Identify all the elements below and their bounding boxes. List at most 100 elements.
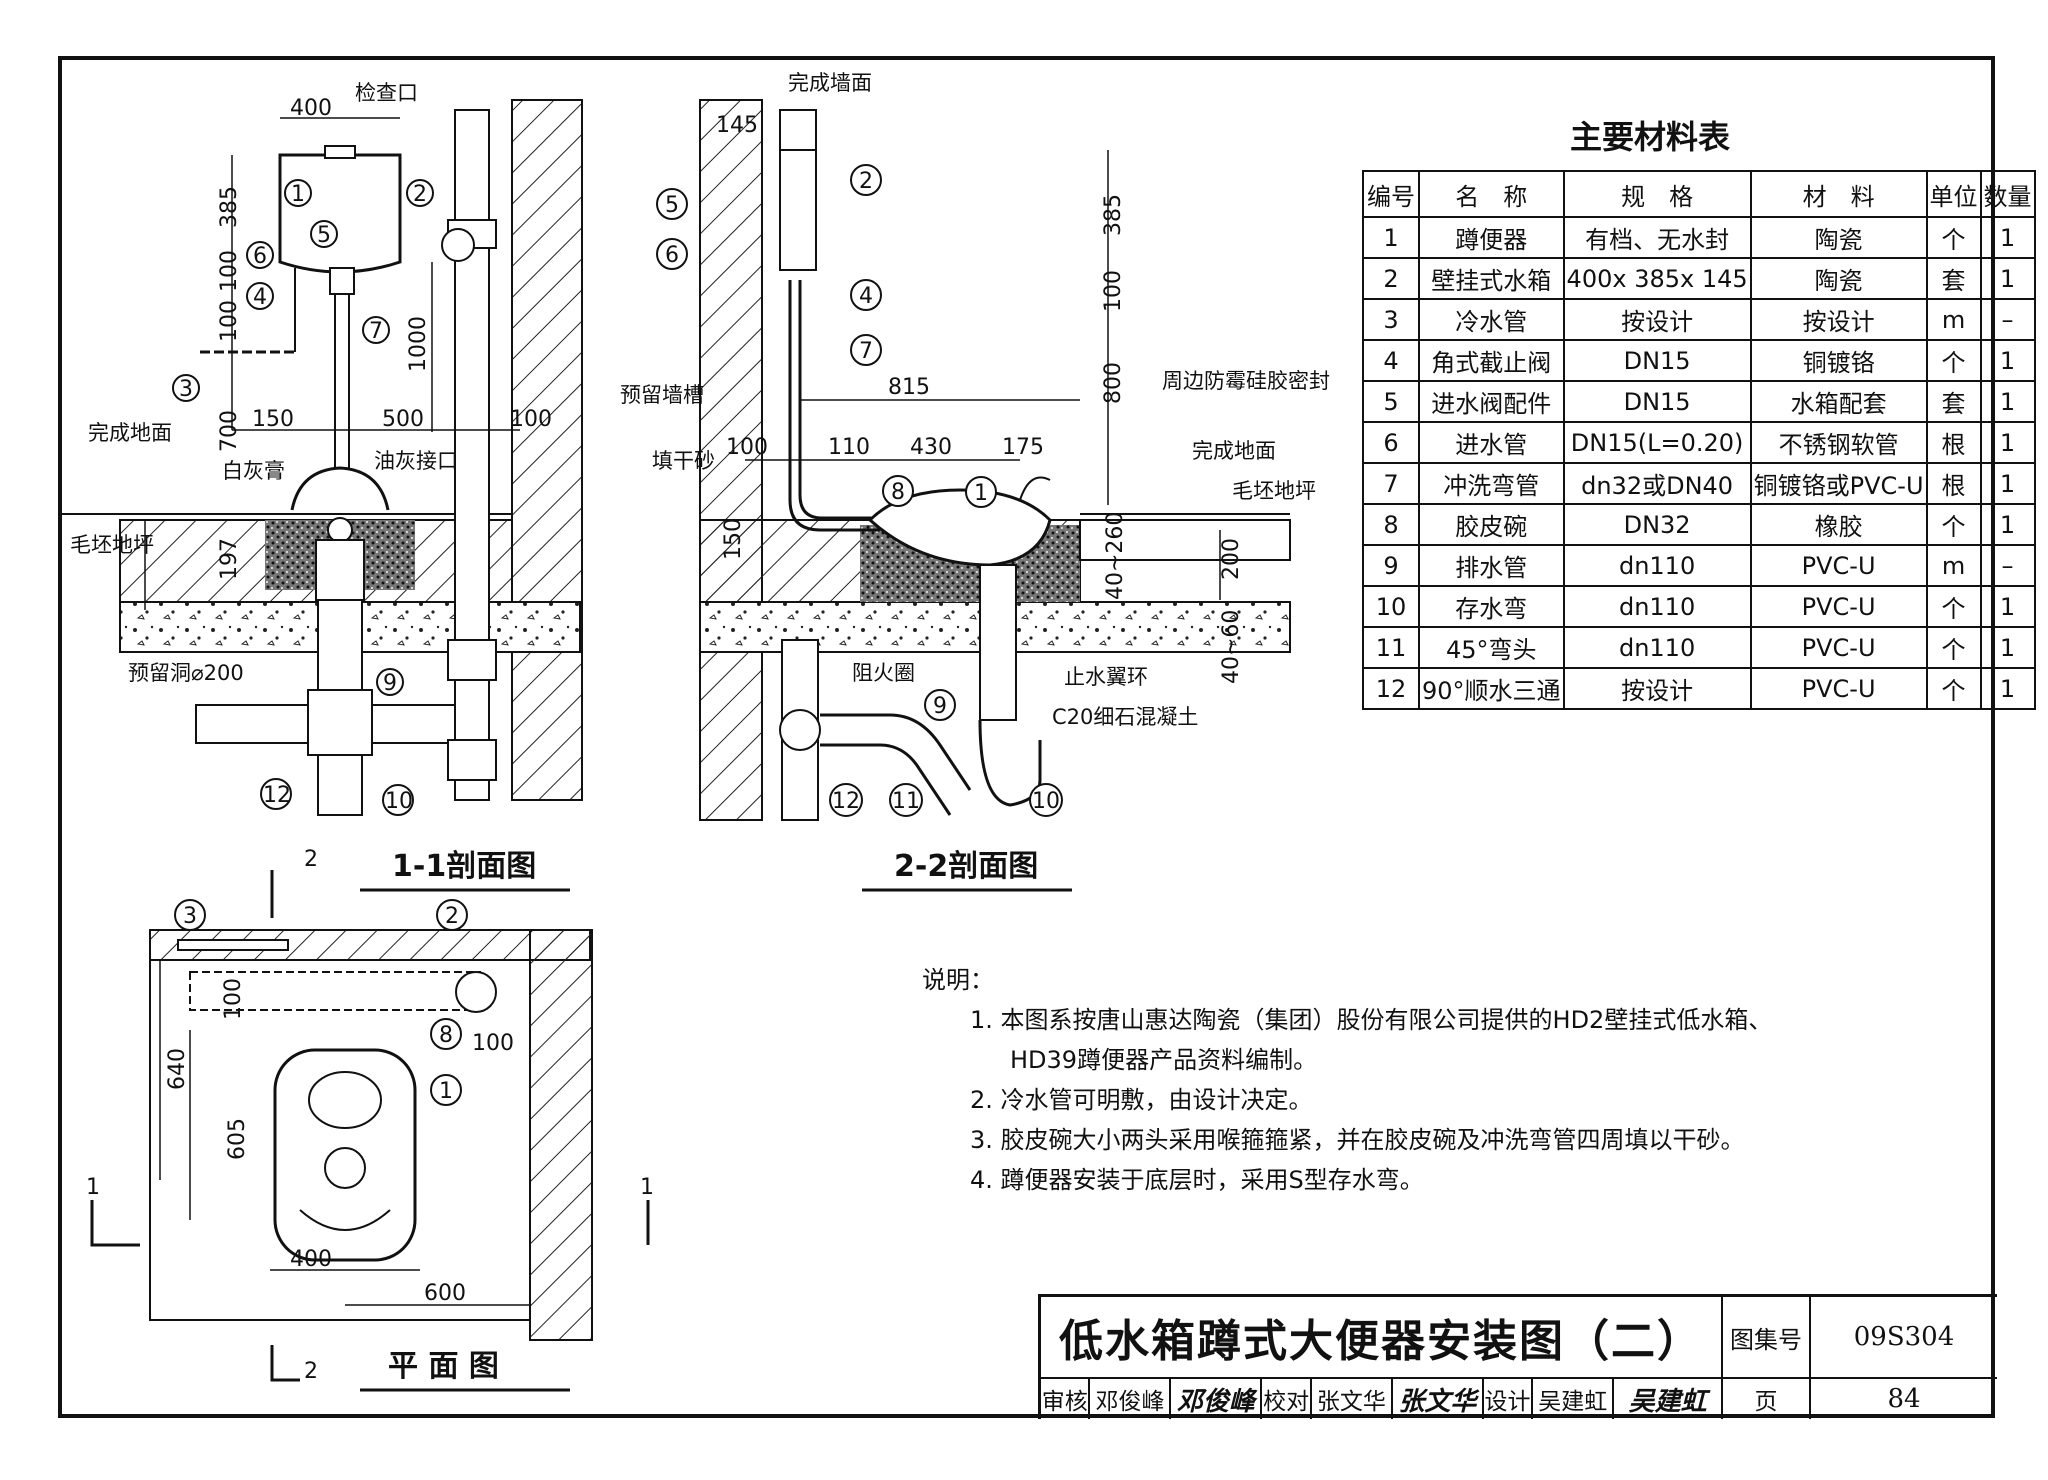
designer-name: 吴建虹 xyxy=(1533,1379,1615,1419)
materials-cell: 10 xyxy=(1362,585,1420,628)
materials-cell: 按设计 xyxy=(1562,298,1752,341)
materials-cell: DN32 xyxy=(1562,503,1752,546)
materials-cell: 排水管 xyxy=(1418,544,1565,587)
marker: 1 xyxy=(974,481,988,506)
dim: 145 xyxy=(716,113,758,138)
dim: 100 xyxy=(1101,270,1126,312)
materials-cell: 根 xyxy=(1925,462,1982,505)
marker: 3 xyxy=(179,377,193,402)
materials-cell: 胶皮碗 xyxy=(1418,503,1565,546)
materials-cell: 个 xyxy=(1925,216,1982,259)
label-concrete: C20细石混凝土 xyxy=(1052,705,1198,729)
materials-cell: 个 xyxy=(1925,339,1982,382)
materials-header-row: 编号 名 称 规 格 材 料 单位 数量 xyxy=(1362,170,2036,218)
marker: 12 xyxy=(263,783,291,808)
section-1-1-markers: 1 2 3 4 5 6 7 9 10 12 xyxy=(172,179,434,816)
label-inspection: 检查口 xyxy=(355,81,418,105)
reviewer-name: 邓俊峰 xyxy=(1090,1379,1172,1419)
marker: 12 xyxy=(832,789,860,814)
marker: 3 xyxy=(183,904,197,929)
materials-title: 主要材料表 xyxy=(1570,118,1731,156)
materials-cell: 1 xyxy=(1979,216,2036,259)
dim: 40~60 xyxy=(1219,610,1244,684)
marker: 10 xyxy=(1032,789,1060,814)
materials-cell: 3 xyxy=(1362,298,1420,341)
checker-signature: 张文华 xyxy=(1393,1379,1484,1419)
materials-cell: 1 xyxy=(1979,339,2036,382)
review-label: 审核 xyxy=(1041,1379,1091,1419)
materials-cell: 铜镀铬 xyxy=(1749,339,1928,382)
marker: 4 xyxy=(859,284,873,309)
materials-cell: 1 xyxy=(1979,585,2036,628)
materials-cell: dn110 xyxy=(1562,585,1752,628)
materials-cell: DN15 xyxy=(1562,339,1752,382)
plan-title: 平 面 图 xyxy=(388,1349,499,1384)
dim: 100 xyxy=(217,250,242,292)
section-2-2-markers: 1 2 4 5 6 7 8 9 10 11 12 xyxy=(656,164,1063,817)
dim: 200 xyxy=(1219,538,1244,580)
plan-dims: 100 640 605 400 600 100 3 2 8 1 2 2 1 1 xyxy=(86,847,654,1384)
materials-cell: 9 xyxy=(1362,544,1420,587)
materials-cell: m xyxy=(1925,298,1982,341)
label-reserved-groove: 预留墙槽 xyxy=(620,383,704,407)
note-item: 2. 冷水管可明敷，由设计决定。 xyxy=(970,1086,1313,1114)
materials-cell: 壁挂式水箱 xyxy=(1418,257,1565,300)
marker: 1 xyxy=(291,182,305,207)
materials-cell: PVC-U xyxy=(1749,544,1928,587)
section-1-1-title: 1-1剖面图 xyxy=(392,849,536,884)
dim: 385 xyxy=(217,186,242,228)
dim: 100 xyxy=(221,978,246,1020)
label-fire-ring: 阻火圈 xyxy=(852,661,915,685)
reviewer-signature: 邓俊峰 xyxy=(1171,1379,1263,1419)
marker: 9 xyxy=(933,694,947,719)
materials-cell: 1 xyxy=(1979,380,2036,423)
note-item: 3. 胶皮碗大小两头采用喉箍箍紧，并在胶皮碗及冲洗弯管四周填以干砂。 xyxy=(970,1126,1745,1154)
label-reserved-hole: 预留洞⌀200 xyxy=(128,661,244,685)
atlas-label: 图集号 xyxy=(1723,1297,1811,1379)
dim: 385 xyxy=(1101,194,1126,236)
materials-cell: 按设计 xyxy=(1562,667,1752,710)
section-2-2 xyxy=(699,99,1291,821)
section-2-2-title: 2-2剖面图 xyxy=(894,849,1038,884)
dim: 500 xyxy=(382,407,424,432)
header-cell: 编号 xyxy=(1362,170,1420,218)
materials-cell: 45°弯头 xyxy=(1418,626,1565,669)
materials-cell: 7 xyxy=(1362,462,1420,505)
dim: 100 xyxy=(217,300,242,342)
materials-cell: 12 xyxy=(1362,667,1420,710)
materials-cell: 1 xyxy=(1979,626,2036,669)
dim: 640 xyxy=(165,1048,190,1090)
materials-cell: dn110 xyxy=(1562,626,1752,669)
marker: 1 xyxy=(439,1079,453,1104)
materials-cell: 4 xyxy=(1362,339,1420,382)
materials-cell: 1 xyxy=(1979,257,2036,300)
notes-heading: 说明： xyxy=(922,966,994,994)
materials-cell: dn110 xyxy=(1562,544,1752,587)
materials-cell: 陶瓷 xyxy=(1749,216,1928,259)
materials-cell: 冲洗弯管 xyxy=(1418,462,1565,505)
materials-cell: 冷水管 xyxy=(1418,298,1565,341)
section-1-1 xyxy=(60,99,583,816)
marker: 8 xyxy=(891,480,905,505)
materials-cell: m xyxy=(1925,544,1982,587)
materials-cell: 存水弯 xyxy=(1418,585,1565,628)
materials-cell: 蹲便器 xyxy=(1418,216,1565,259)
marker: 6 xyxy=(665,243,679,268)
dim: 400 xyxy=(290,1247,332,1272)
note-item: 1. 本图系按唐山惠达陶瓷（集团）股份有限公司提供的HD2壁挂式低水箱、 xyxy=(970,1006,1773,1034)
page-label: 页 xyxy=(1723,1379,1811,1419)
dim: 430 xyxy=(910,435,952,460)
designer-signature: 吴建虹 xyxy=(1628,1386,1707,1417)
materials-cell: 橡胶 xyxy=(1749,503,1928,546)
drawing-title: 低水箱蹲式大便器安装图（二） xyxy=(1041,1297,1723,1379)
dim: 600 xyxy=(424,1281,466,1306)
